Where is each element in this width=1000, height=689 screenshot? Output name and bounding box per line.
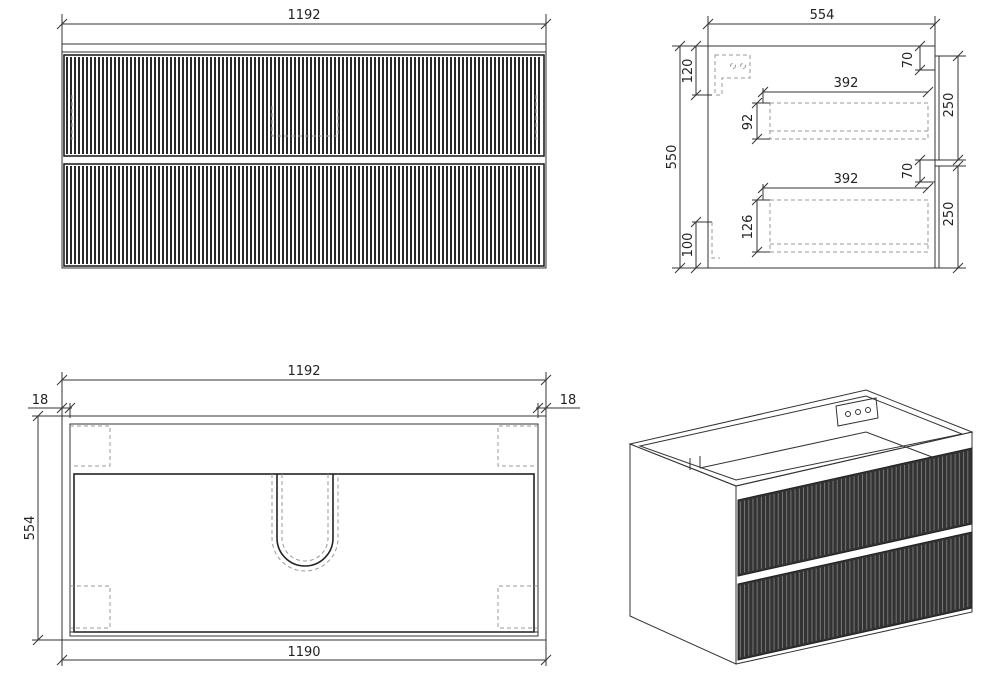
siphon-cutout	[271, 474, 339, 572]
top-width-dimension: 1192	[287, 364, 320, 379]
lower-front-height-dimension: 250	[942, 202, 957, 227]
top-view: 1192 18 18 554	[23, 364, 580, 666]
lower-gap-dimension: 70	[901, 163, 916, 180]
top-inner-width-dimension: 1190	[287, 645, 320, 660]
lower-drawer-box	[769, 199, 929, 253]
lower-drawer-width-dimension: 392	[834, 172, 859, 187]
front-width-dimension: 1192	[287, 8, 320, 23]
upper-drawer-width-dimension: 392	[834, 76, 859, 91]
front-view: 1192	[56, 8, 552, 269]
right-panel-dimension: 18	[560, 393, 577, 408]
side-top-offset-dimension: 120	[681, 59, 696, 84]
left-panel-dimension: 18	[32, 393, 49, 408]
drawer-box-outline	[73, 473, 535, 633]
isometric-view	[628, 389, 974, 665]
iso-drawer-flutes	[739, 450, 969, 658]
upper-front-height-dimension: 250	[942, 93, 957, 118]
side-depth-dimension: 554	[810, 8, 835, 23]
upper-drawer-box	[769, 102, 929, 140]
upper-gap-dimension: 70	[901, 52, 916, 69]
upper-drawer-front	[63, 54, 545, 157]
lower-drawer-flutes	[66, 166, 540, 264]
side-view: 554 550 120 100 392	[665, 8, 966, 274]
side-height-dimension: 550	[665, 145, 680, 170]
lower-front-profile	[934, 165, 940, 269]
lower-drawer-front	[63, 163, 545, 267]
top-depth-dimension: 554	[23, 516, 38, 541]
side-bottom-offset-dimension: 100	[681, 233, 696, 258]
upper-drawer-flutes	[66, 57, 540, 154]
upper-front-profile	[934, 55, 940, 161]
upper-drawer-height-dimension: 92	[741, 114, 756, 131]
lower-drawer-height-dimension: 126	[741, 215, 756, 240]
